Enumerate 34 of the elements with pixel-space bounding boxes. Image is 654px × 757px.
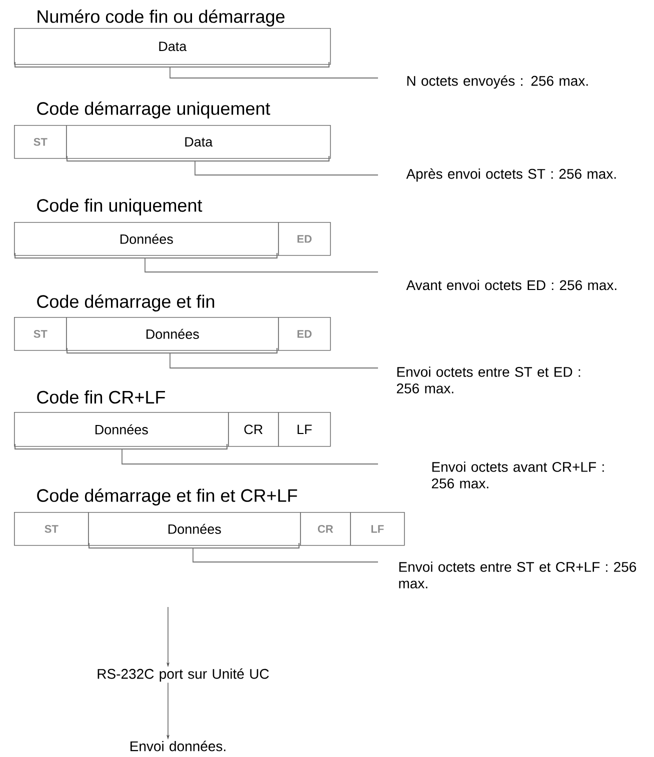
leader-label: N octets envoyés : 256 max. (407, 75, 588, 89)
data-field-box: Données (88, 512, 301, 548)
leader-line (122, 448, 378, 464)
flow-step-text: Envoi données. (130, 740, 226, 752)
frame-title: Code fin uniquement (37, 198, 202, 216)
code-field-box: CR (300, 512, 351, 546)
data-field-box: Données (66, 317, 279, 354)
data-field-box: Données (14, 412, 229, 450)
leader-line (192, 548, 378, 562)
code-field-box: ED (278, 222, 331, 256)
code-field-box: LF (350, 512, 405, 546)
leader-line (144, 258, 378, 272)
code-field-box: ED (278, 317, 331, 351)
flow-step-text: RS-232C port sur Unité UC (98, 668, 269, 682)
frame-title: Code démarrage et fin et CR+LF (37, 488, 298, 506)
code-field-box: LF (278, 412, 331, 447)
code-field-box: ST (14, 125, 67, 159)
leader-line (194, 160, 378, 176)
leader-label: Envoi octets entre ST et CR+LF : 256 max. (399, 562, 636, 588)
code-field-box: ST (14, 512, 89, 546)
leader-label: Envoi octets entre ST et ED : 256 max. (396, 366, 580, 394)
code-field-box: CR (228, 412, 279, 447)
leader-line (170, 66, 378, 78)
frame-title: Code démarrage uniquement (37, 102, 270, 118)
frame-title: Code fin CR+LF (37, 390, 165, 404)
leader-label: Après envoi octets ST : 256 max. (406, 168, 616, 182)
data-field-box: Données (14, 222, 279, 258)
leader-label: Envoi octets avant CR+LF : 256 max. (432, 462, 604, 488)
data-field-box: Data (14, 28, 331, 68)
data-field-box: Data (66, 125, 331, 162)
frame-title: Code démarrage et fin (37, 294, 214, 312)
leader-label: Avant envoi octets ED : 256 max. (406, 280, 616, 290)
code-field-box: ST (14, 317, 67, 351)
leader-line (170, 352, 378, 368)
